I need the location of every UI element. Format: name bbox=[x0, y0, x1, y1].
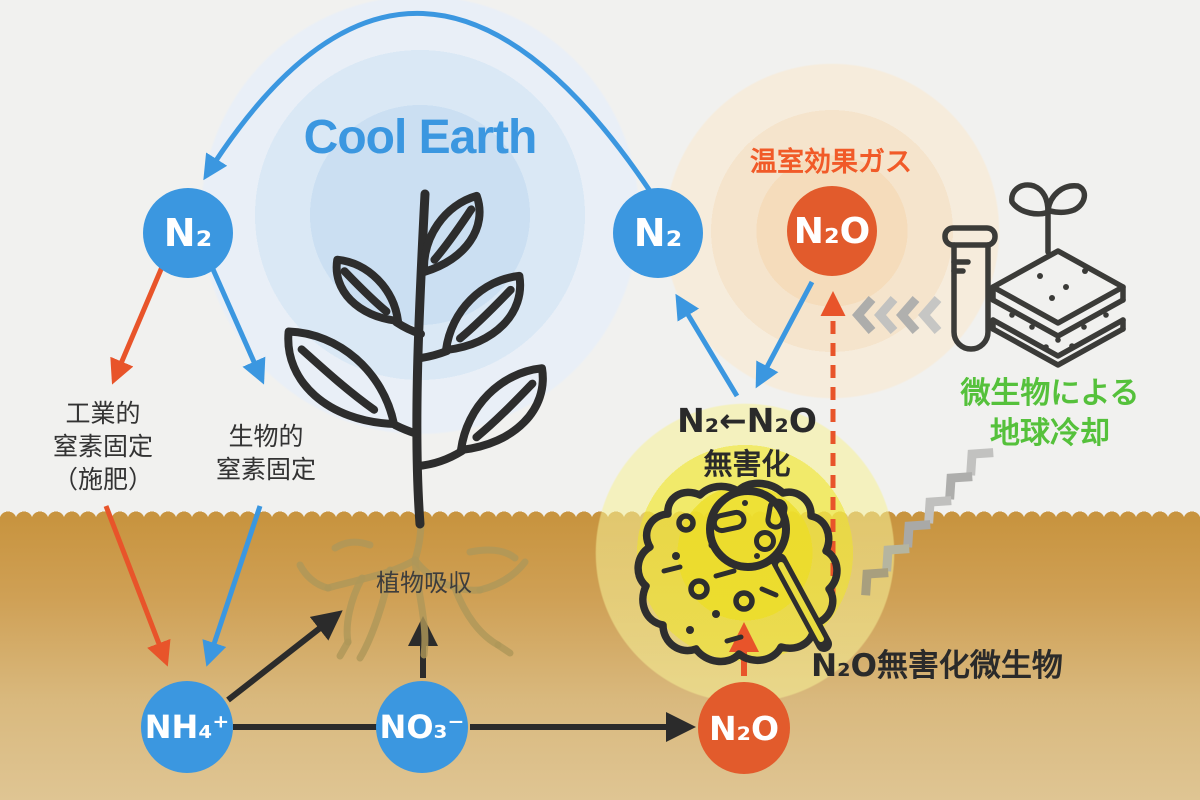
detox-to-n2-arrow bbox=[675, 293, 740, 398]
industrial-fixation-line2: 窒素固定 bbox=[52, 433, 153, 461]
biological-fixation-label: 生物的 窒素固定 bbox=[186, 421, 346, 487]
detox-sub-label: 無害化 bbox=[703, 449, 791, 481]
plant-uptake-label: 植物吸収 bbox=[376, 570, 472, 597]
n2o-detox-microbe-label: N₂O無害化微生物 bbox=[811, 648, 1063, 684]
microbial-cooling-line1: 微生物による bbox=[960, 377, 1140, 410]
microbial-cooling-line2: 地球冷却 bbox=[990, 417, 1110, 450]
n2o-to-detox-arrow bbox=[755, 280, 815, 389]
node-n2-right: N₂ bbox=[613, 188, 703, 278]
node-nh4: NH₄⁺ bbox=[141, 681, 233, 773]
greenhouse-gas-label: 温室効果ガス bbox=[750, 147, 912, 177]
industrial-fixation-arrow-lower bbox=[103, 505, 171, 667]
biological-fixation-arrow-lower bbox=[202, 505, 263, 667]
microbe-icon bbox=[634, 479, 841, 666]
chevron-arrows-diagonal-icon bbox=[856, 443, 994, 596]
biological-fixation-arrow-upper bbox=[209, 265, 266, 385]
node-n2-left: N₂ bbox=[143, 188, 233, 278]
n2-cycle-arc-arrow bbox=[203, 10, 655, 196]
test-tube-icon bbox=[942, 225, 998, 352]
industrial-fixation-line1: 工業的 bbox=[65, 400, 141, 428]
microbial-cooling-label: 微生物による 地球冷却 bbox=[925, 374, 1175, 454]
industrial-fixation-line3: （施肥） bbox=[52, 466, 153, 494]
chevron-arrows-horizontal-icon bbox=[858, 299, 938, 331]
biological-fixation-line2: 窒素固定 bbox=[215, 456, 316, 484]
magnifier-icon bbox=[706, 487, 832, 652]
node-no3: NO₃⁻ bbox=[376, 681, 468, 773]
detox-formula-label: N₂←N₂O bbox=[677, 401, 817, 440]
cool-earth-title: Cool Earth bbox=[303, 111, 538, 164]
plant-icon bbox=[277, 189, 556, 529]
node-n2o-top: N₂O bbox=[787, 186, 877, 276]
nh4-to-roots-arrow bbox=[226, 610, 343, 703]
industrial-fixation-label: 工業的 窒素固定 （施肥） bbox=[23, 398, 183, 497]
soil-sample-icon bbox=[990, 182, 1126, 368]
roots-icon bbox=[296, 516, 529, 662]
industrial-fixation-arrow-upper bbox=[110, 266, 165, 385]
node-n2o-soil: N₂O bbox=[698, 682, 790, 774]
biological-fixation-line1: 生物的 bbox=[228, 423, 304, 451]
